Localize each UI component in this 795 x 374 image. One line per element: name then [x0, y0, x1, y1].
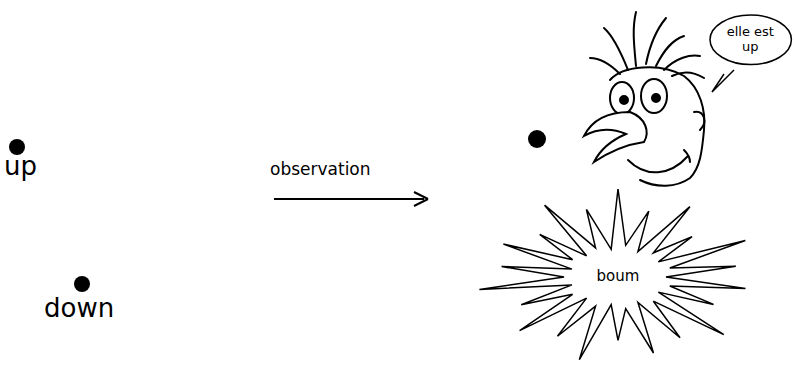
state-label: down: [44, 294, 114, 323]
sound-effect: boum: [597, 268, 640, 285]
observer-face: [584, 12, 704, 186]
state-dot: [74, 276, 90, 292]
explosion-burst: boum: [478, 189, 758, 365]
observation-arrow: [274, 192, 428, 206]
bubble-tail: [712, 70, 734, 92]
arrow-label: observation: [270, 160, 371, 179]
state-label: up: [4, 152, 37, 181]
speech-text: elle est up: [724, 25, 776, 55]
speech-bubble: elle est up: [709, 14, 792, 66]
observed-dot: [528, 130, 546, 148]
